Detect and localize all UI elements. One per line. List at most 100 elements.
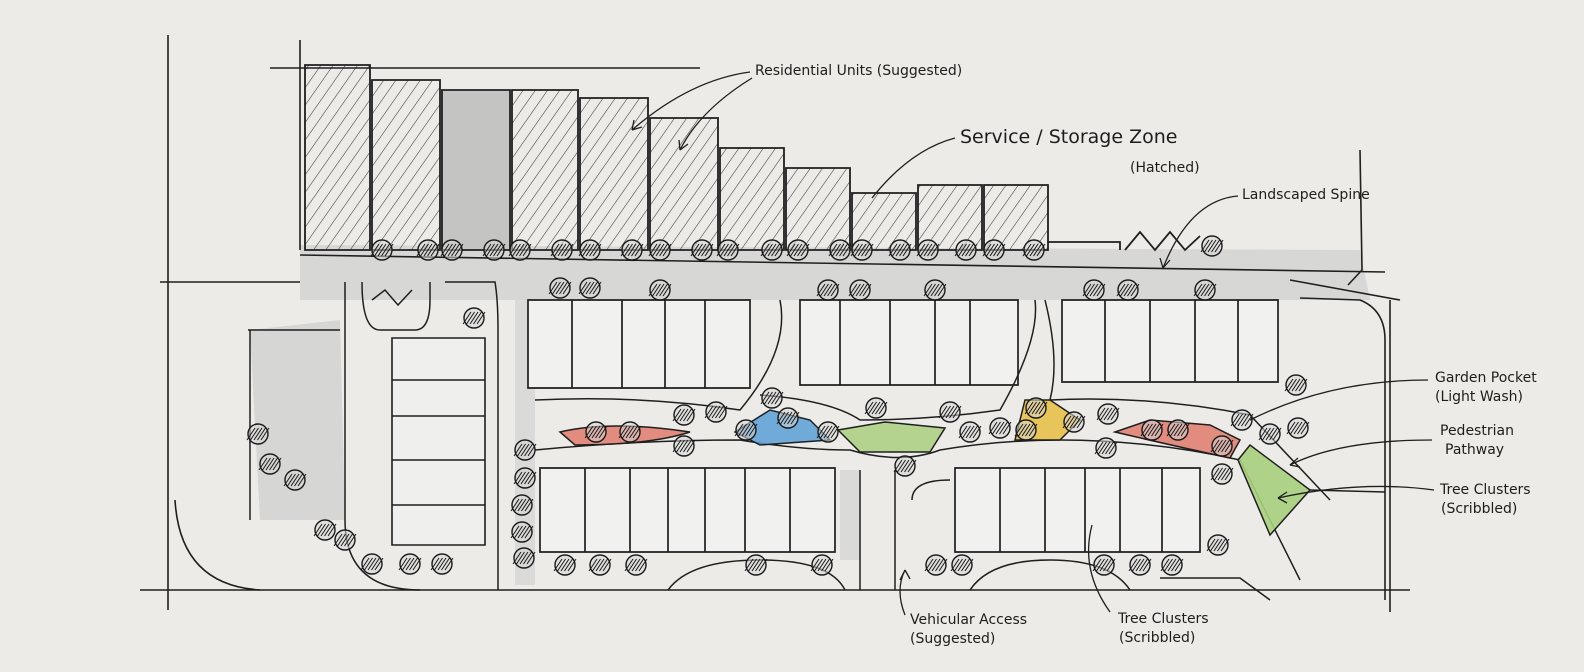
tree-symbol bbox=[848, 279, 872, 301]
label-tree-clusters-bottom-sub: (Scribbled) bbox=[1119, 630, 1196, 646]
leader-arrows bbox=[631, 71, 1435, 616]
label-service-hatched: (Hatched) bbox=[1130, 160, 1200, 176]
tree-clusters bbox=[246, 235, 1310, 576]
tree-symbol bbox=[512, 547, 536, 569]
tree-symbol bbox=[482, 239, 506, 261]
label-landscaped-spine: Landscaped Spine bbox=[1242, 187, 1370, 203]
tree-symbol bbox=[584, 421, 608, 443]
tree-symbol bbox=[954, 239, 978, 261]
tree-symbol bbox=[672, 435, 696, 457]
label-tree-clusters-right-sub: (Scribbled) bbox=[1441, 501, 1518, 517]
label-garden-pocket-sub: (Light Wash) bbox=[1435, 389, 1524, 405]
tree-symbol bbox=[1160, 554, 1184, 576]
tree-symbol bbox=[620, 239, 644, 261]
tree-symbol bbox=[1230, 409, 1254, 431]
label-pedestrian: Pedestrian bbox=[1440, 423, 1514, 439]
label-service-storage-zone: Service / Storage Zone bbox=[960, 126, 1178, 148]
tree-symbol bbox=[513, 467, 537, 489]
tree-symbol bbox=[1082, 279, 1106, 301]
tree-symbol bbox=[816, 421, 840, 443]
tree-symbol bbox=[950, 554, 974, 576]
tree-symbol bbox=[1094, 437, 1118, 459]
tree-symbol bbox=[246, 423, 270, 445]
tree-symbol bbox=[1116, 279, 1140, 301]
residential-blocks bbox=[527, 299, 1279, 553]
label-vehicular-access: Vehicular Access bbox=[910, 612, 1028, 628]
tree-symbol bbox=[850, 239, 874, 261]
tree-symbol bbox=[553, 554, 577, 576]
tree-symbol bbox=[1128, 554, 1152, 576]
tree-symbol bbox=[398, 553, 422, 575]
tree-symbol bbox=[550, 239, 574, 261]
tree-symbol bbox=[578, 239, 602, 261]
tree-symbol bbox=[760, 239, 784, 261]
label-tree-clusters-right: Tree Clusters bbox=[1440, 482, 1531, 498]
tree-symbol bbox=[1166, 419, 1190, 441]
tree-symbol bbox=[1024, 397, 1048, 419]
tree-symbol bbox=[1062, 411, 1086, 433]
tree-symbol bbox=[690, 239, 714, 261]
tree-symbol bbox=[1258, 423, 1282, 445]
label-pathway: Pathway bbox=[1445, 442, 1505, 458]
tree-symbol bbox=[333, 529, 357, 551]
tree-symbol bbox=[938, 401, 962, 423]
tree-symbol bbox=[624, 554, 648, 576]
tree-symbol bbox=[810, 554, 834, 576]
service-storage-zone bbox=[304, 64, 1201, 252]
tree-symbol bbox=[370, 239, 394, 261]
tree-symbol bbox=[982, 239, 1006, 261]
tree-symbol bbox=[924, 554, 948, 576]
tree-symbol bbox=[1284, 374, 1308, 396]
tree-symbol bbox=[988, 417, 1012, 439]
label-garden-pocket: Garden Pocket bbox=[1435, 370, 1537, 386]
tree-symbol bbox=[648, 239, 672, 261]
tree-symbol bbox=[416, 239, 440, 261]
tree-symbol bbox=[744, 554, 768, 576]
tree-symbol bbox=[1193, 279, 1217, 301]
tree-symbol bbox=[776, 407, 800, 429]
tree-symbol bbox=[704, 401, 728, 423]
tree-symbol bbox=[578, 277, 602, 299]
tree-symbol bbox=[916, 239, 940, 261]
tree-symbol bbox=[258, 453, 282, 475]
tree-symbol bbox=[1286, 417, 1310, 439]
tree-symbol bbox=[1022, 239, 1046, 261]
garden-green-east bbox=[1237, 443, 1312, 537]
tree-symbol bbox=[440, 239, 464, 261]
tree-symbol bbox=[588, 554, 612, 576]
label-vehicular-access-sub: (Suggested) bbox=[910, 631, 996, 647]
label-residential-units: Residential Units (Suggested) bbox=[755, 63, 963, 79]
site-boundary bbox=[140, 35, 1410, 612]
tree-symbol bbox=[313, 519, 337, 541]
garden-green-center bbox=[836, 421, 947, 453]
tree-symbol bbox=[816, 279, 840, 301]
tree-symbol bbox=[893, 455, 917, 477]
tree-symbol bbox=[786, 239, 810, 261]
tree-symbol bbox=[828, 239, 852, 261]
tree-symbol bbox=[1092, 554, 1116, 576]
tree-symbol bbox=[864, 397, 888, 419]
tree-symbol bbox=[734, 419, 758, 441]
tree-symbol bbox=[510, 494, 534, 516]
west-building bbox=[391, 337, 486, 546]
tree-symbol bbox=[1096, 403, 1120, 425]
tree-symbol bbox=[672, 404, 696, 426]
tree-symbol bbox=[923, 279, 947, 301]
tree-symbol bbox=[1210, 435, 1234, 457]
tree-symbol bbox=[958, 421, 982, 443]
tree-symbol bbox=[508, 239, 532, 261]
tree-symbol bbox=[888, 239, 912, 261]
tree-symbol bbox=[1210, 463, 1234, 485]
tree-symbol bbox=[1140, 419, 1164, 441]
tree-symbol bbox=[510, 521, 534, 543]
tree-symbol bbox=[462, 307, 486, 329]
label-tree-clusters-bottom: Tree Clusters bbox=[1118, 611, 1209, 627]
tree-symbol bbox=[618, 421, 642, 443]
tree-symbol bbox=[430, 553, 454, 575]
tree-symbol bbox=[548, 277, 572, 299]
tree-symbol bbox=[1200, 235, 1224, 257]
tree-symbol bbox=[760, 387, 784, 409]
tree-symbol bbox=[513, 439, 537, 461]
